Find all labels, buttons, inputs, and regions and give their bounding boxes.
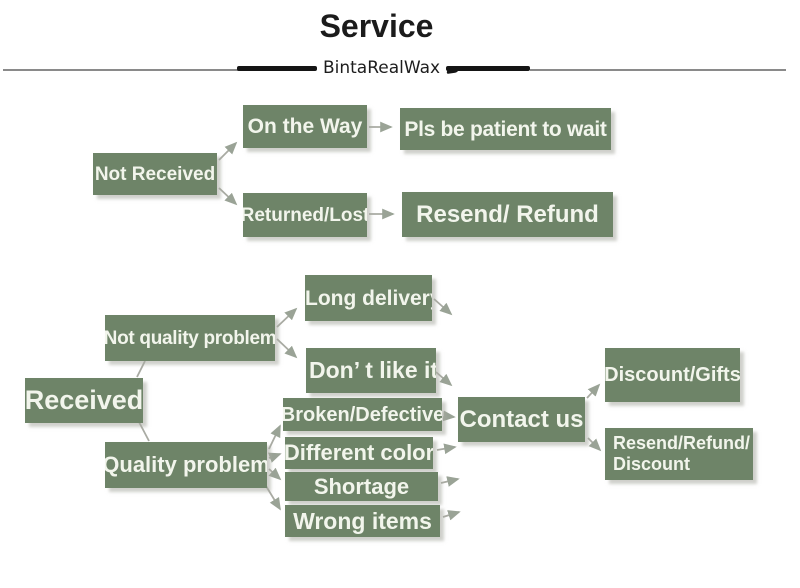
node-dont-like-it: Don’ t like it xyxy=(306,348,436,393)
node-resend-refund-discount-line2: Discount xyxy=(613,454,691,474)
page-title: Service xyxy=(319,8,434,44)
node-pls-be-patient: Pls be patient to wait xyxy=(400,108,611,150)
node-not-received: Not Received xyxy=(93,153,217,195)
arrow-broken-defective-to-contact-us xyxy=(442,410,456,422)
arrow-contact-us-to-resend-refund-discount xyxy=(587,437,602,452)
arrow-quality-problem-to-shortage xyxy=(268,467,282,481)
node-received: Received xyxy=(25,378,143,423)
node-long-delivery: Long delivery xyxy=(305,275,432,321)
node-different-color: Different color xyxy=(285,437,433,469)
node-wrong-items: Wrong items xyxy=(285,505,440,537)
arrow-contact-us-to-discount-gifts xyxy=(586,383,601,399)
brand-label: BintaRealWax xyxy=(317,58,446,78)
arrow-dont-like-it-to-contact-us xyxy=(435,371,453,387)
node-quality-problem: Quality problem xyxy=(105,442,267,488)
node-returned-lost: Returned/Lost xyxy=(243,193,367,237)
arrow-quality-problem-to-wrong-items xyxy=(265,485,281,511)
node-not-quality-problem: Not quality problem xyxy=(105,315,275,361)
arrow-shortage-to-contact-us xyxy=(440,476,460,487)
node-shortage: Shortage xyxy=(285,472,438,501)
node-resend-refund-discount: Resend/Refund/ Discount xyxy=(605,428,753,480)
node-discount-gifts: Discount/Gifts xyxy=(605,348,740,402)
arrow-not-quality-problem-to-long-delivery xyxy=(276,307,298,328)
scribble-mark xyxy=(446,67,460,74)
arrow-quality-problem-to-broken-defective xyxy=(268,424,281,450)
arrow-not-received-to-on-the-way xyxy=(218,141,238,161)
arrow-quality-problem-to-different-color xyxy=(268,452,282,463)
node-on-the-way: On the Way xyxy=(243,105,367,148)
divider-bar-left xyxy=(237,66,317,71)
node-broken-defective: Broken/Defective xyxy=(283,398,442,431)
connector-received-to-not-quality-problem xyxy=(136,360,146,378)
node-resend-refund-discount-line1: Resend/Refund/ xyxy=(613,433,751,454)
divider-line-right xyxy=(530,69,786,71)
node-resend-refund: Resend/ Refund xyxy=(402,192,613,237)
arrow-wrong-items-to-contact-us xyxy=(442,510,461,521)
divider-bar-right xyxy=(446,66,530,71)
divider-line-left xyxy=(3,69,240,71)
arrow-different-color-to-contact-us xyxy=(436,443,457,455)
node-contact-us: Contact us xyxy=(458,397,585,442)
arrow-not-received-to-returned-lost xyxy=(218,187,238,206)
connector-received-to-quality-problem xyxy=(138,421,150,442)
arrow-long-delivery-to-contact-us xyxy=(433,298,453,316)
arrow-not-quality-problem-to-dont-like-it xyxy=(276,338,298,359)
